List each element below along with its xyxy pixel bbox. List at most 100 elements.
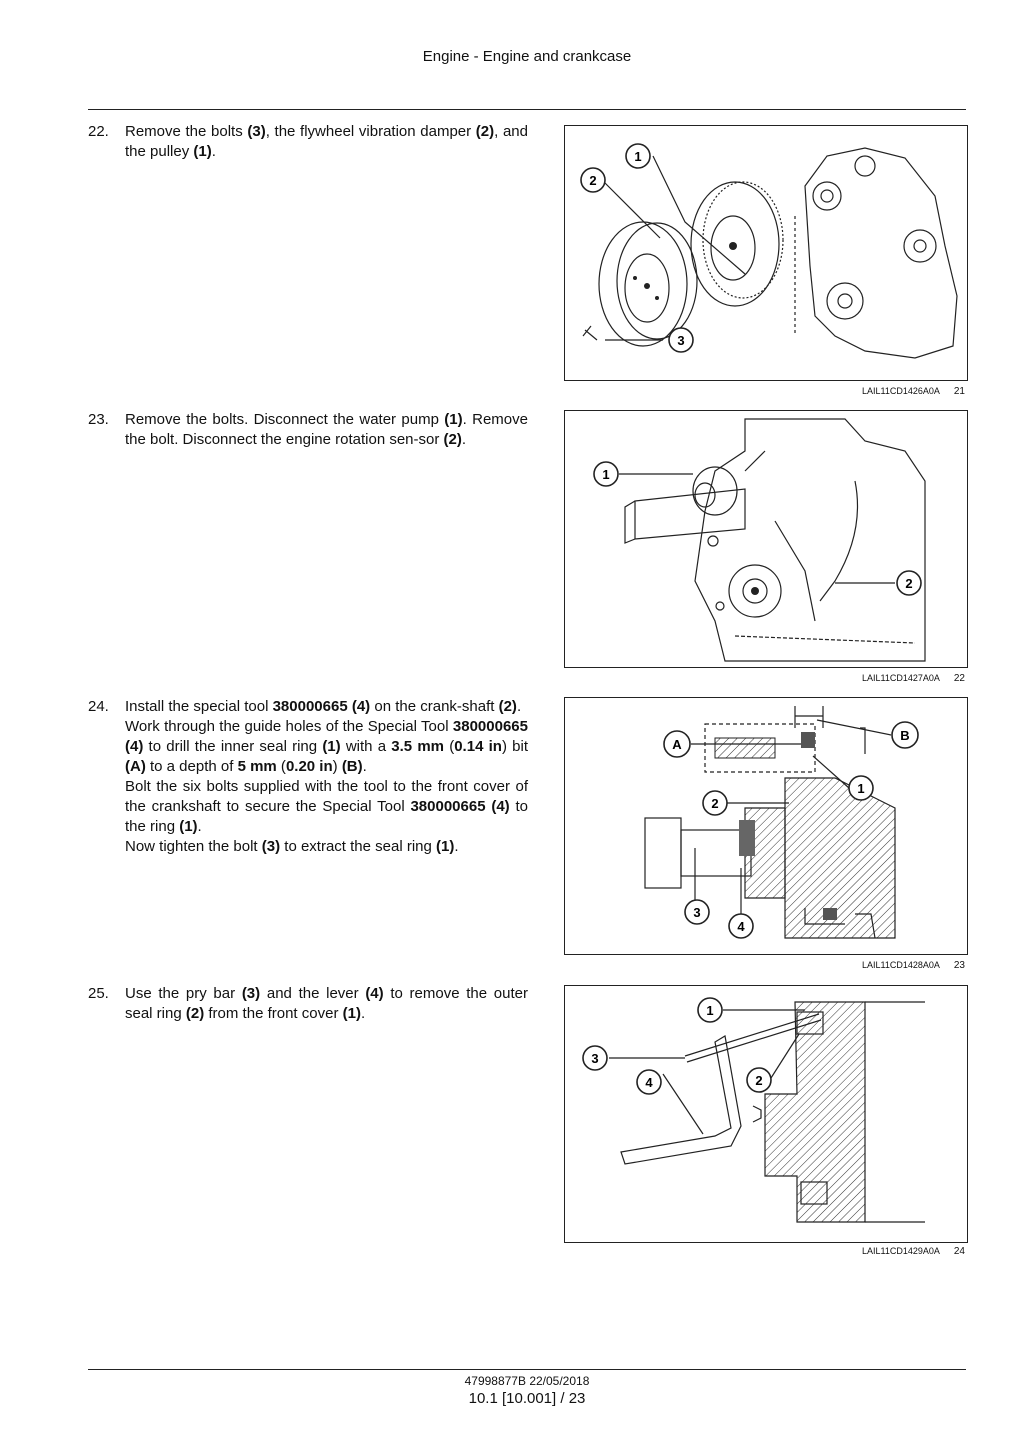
text-run: .: [360, 1005, 366, 1022]
text-run: Remove the bolts. Disconnect the water p…: [125, 411, 445, 428]
text-run: (: [444, 738, 455, 755]
bold-run: (1): [322, 738, 341, 755]
svg-text:4: 4: [737, 919, 745, 934]
bold-run: (2): [443, 431, 462, 448]
svg-text:3: 3: [677, 333, 684, 348]
bold-run: 380000665 (4): [125, 718, 528, 755]
bold-run: (1): [193, 143, 212, 160]
bold-run: (1): [444, 411, 463, 428]
bold-run: 380000665 (4): [272, 698, 371, 715]
text-run: (: [276, 758, 286, 775]
header-rule: [88, 109, 966, 110]
callout-2: 2: [702, 790, 728, 816]
bold-run: (3): [247, 123, 266, 140]
pulley-drawing: [690, 181, 784, 307]
callout-3: 3: [582, 1045, 608, 1071]
text-run: Install the special tool: [125, 698, 273, 715]
text-run: to a depth of: [145, 758, 238, 775]
step-24: 24. Install the special tool 380000665 (…: [88, 697, 528, 857]
text-run: Bolt the six bolts supplied with the too…: [125, 778, 528, 815]
bold-run: (2): [475, 123, 495, 140]
step-25: 25. Use the pry bar (3) and the lever (4…: [88, 984, 528, 1024]
callout-1: 1: [697, 997, 723, 1023]
figure-23-special-tool: A B 1 2 3 4: [564, 697, 968, 955]
callout-B: B: [891, 721, 919, 749]
figure-caption: LAIL11CD1429A0A 24: [700, 1246, 965, 1257]
bold-run: (B): [341, 758, 363, 775]
text-run: .: [454, 838, 459, 855]
text-run: with a: [340, 738, 392, 755]
step-number: 24.: [88, 698, 109, 715]
callout-A: A: [663, 730, 691, 758]
footer-document-id: 47998877B 22/05/2018: [464, 1374, 590, 1388]
bold-run: (1): [342, 1005, 361, 1022]
text-run: to the ring: [125, 798, 528, 835]
step-number: 22.: [88, 123, 109, 140]
bold-run: (2): [498, 698, 517, 715]
figure-22-water-pump: 1 2: [564, 410, 968, 668]
step-number: 25.: [88, 985, 109, 1002]
footer-page-number: 10.1 [10.001] / 23: [468, 1390, 586, 1407]
figure-24-pry-bar: 1 3 4 2: [564, 985, 968, 1243]
text-run: Now tighten the bolt: [125, 838, 262, 855]
step-paragraph: Work through the guide holes of the Spec…: [125, 717, 528, 777]
text-run: ): [332, 758, 342, 775]
text-run: on the crank-shaft: [370, 698, 499, 715]
text-run: .: [197, 818, 202, 835]
text-run: Remove the bolts: [125, 123, 248, 140]
pry-bar-and-lever-drawing: [620, 1013, 822, 1165]
bold-run: 380000665 (4): [410, 798, 510, 815]
callout-2: 2: [580, 167, 606, 193]
step-paragraph: Use the pry bar (3) and the lever (4) to…: [125, 984, 528, 1024]
bold-run: (1): [436, 838, 455, 855]
vibration-damper-drawing: [598, 221, 698, 347]
step-paragraph: Bolt the six bolts supplied with the too…: [125, 777, 528, 837]
figure-code: LAIL11CD1429A0A: [861, 1246, 940, 1256]
text-run: .: [211, 143, 216, 160]
figure-number: 23: [953, 960, 965, 971]
callout-1: 1: [625, 143, 651, 169]
bold-run: 0.20 in: [285, 758, 333, 775]
callout-4: 4: [636, 1069, 662, 1095]
bold-run: (3): [261, 838, 281, 855]
svg-text:1: 1: [634, 149, 641, 164]
crankshaft-section-drawing: [644, 706, 896, 939]
text-run: . Remove the bolt. Disconnect the engine…: [125, 411, 528, 448]
figure-code: LAIL11CD1427A0A: [861, 673, 940, 683]
callout-1: 1: [848, 775, 874, 801]
bold-run: 0.14 in: [454, 738, 502, 755]
text-run: , the flywheel vibration damper: [265, 123, 476, 140]
text-run: .: [461, 431, 467, 448]
step-23: 23. Remove the bolts. Disconnect the wat…: [88, 410, 528, 450]
page-header-title: Engine - Engine and crankcase: [422, 48, 632, 65]
step-paragraph: Install the special tool 380000665 (4) o…: [125, 697, 528, 717]
bold-run: 5 mm: [237, 758, 277, 775]
svg-text:3: 3: [591, 1051, 598, 1066]
svg-text:A: A: [672, 737, 682, 752]
step-number: 23.: [88, 411, 109, 428]
text-run: ) bit: [501, 738, 528, 755]
text-run: Use the pry bar: [125, 985, 242, 1002]
engine-block-drawing: [624, 418, 926, 662]
svg-text:B: B: [900, 728, 909, 743]
callout-1: 1: [593, 461, 619, 487]
bold-run: (1): [179, 818, 198, 835]
text-run: to remove the outer seal ring: [125, 985, 528, 1022]
svg-text:2: 2: [905, 576, 912, 591]
step-body: Remove the bolts (3), the flywheel vibra…: [125, 122, 528, 162]
step-paragraph: Now tighten the bolt (3) to extract the …: [125, 837, 528, 857]
footer-rule: [88, 1369, 966, 1370]
text-run: from the front cover: [204, 1005, 343, 1022]
step-22: 22. Remove the bolts (3), the flywheel v…: [88, 122, 528, 162]
svg-text:1: 1: [602, 467, 609, 482]
step-body: Remove the bolts. Disconnect the water p…: [125, 410, 528, 450]
bold-run: (A): [125, 758, 146, 775]
figure-number: 24: [953, 1246, 965, 1257]
callout-3: 3: [684, 899, 710, 925]
step-body: Install the special tool 380000665 (4) o…: [125, 697, 528, 857]
bold-run: (3): [241, 985, 261, 1002]
step-paragraph: Remove the bolts (3), the flywheel vibra…: [125, 122, 528, 162]
engine-front-drawing: [794, 147, 958, 359]
text-run: Work through the guide holes of the Spec…: [125, 718, 453, 735]
